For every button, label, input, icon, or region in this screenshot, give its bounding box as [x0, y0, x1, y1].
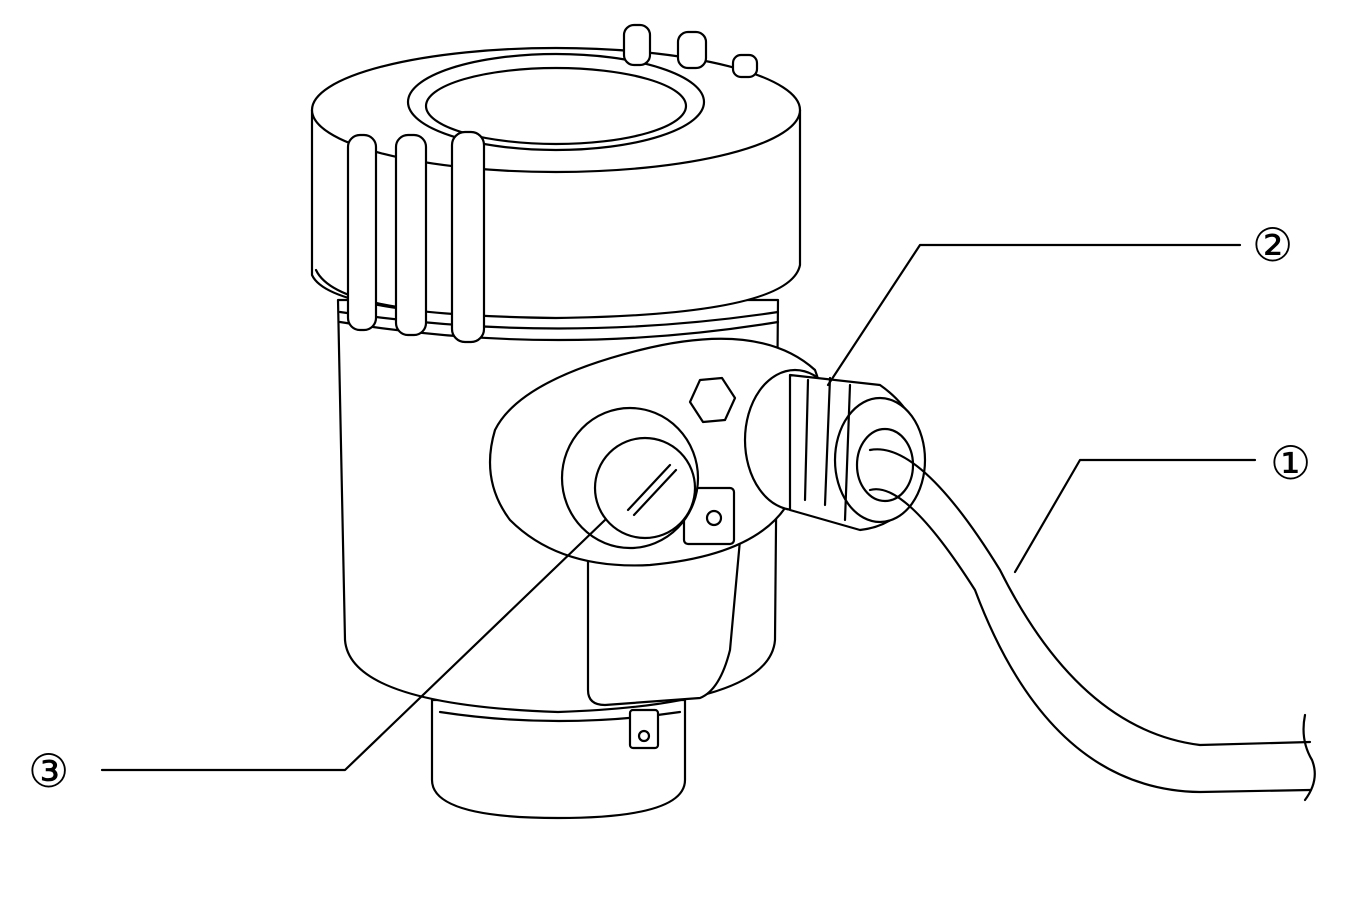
leader-line-2 — [826, 243, 1242, 387]
leader-line-3 — [100, 518, 607, 772]
cable — [868, 448, 1316, 802]
callout-label-3: ③ — [28, 744, 70, 798]
lower-neck — [430, 698, 687, 820]
cover-cap — [560, 406, 700, 550]
leader-lines — [100, 243, 1257, 772]
top-cover — [310, 46, 802, 320]
leader-line-1 — [1013, 458, 1257, 574]
hex-nut — [688, 376, 737, 424]
callout-label-2: ② — [1252, 218, 1294, 272]
terminal-posts — [346, 23, 759, 344]
callout-label-1: ① — [1270, 436, 1312, 490]
